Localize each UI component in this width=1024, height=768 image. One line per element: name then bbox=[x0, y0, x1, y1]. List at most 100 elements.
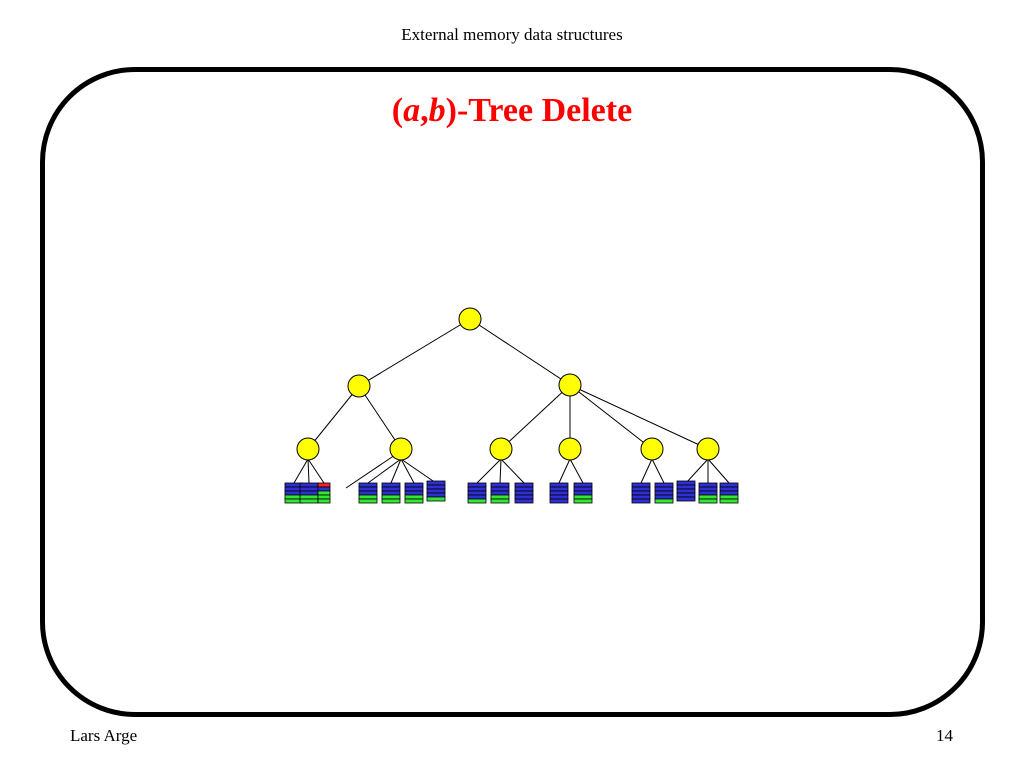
block-stripe bbox=[467, 482, 487, 488]
leaf-edge bbox=[685, 458, 709, 484]
block-stripe bbox=[490, 494, 510, 500]
tree-edge bbox=[569, 384, 709, 450]
block-stripe bbox=[573, 486, 593, 492]
title-rest: )-Tree Delete bbox=[445, 92, 633, 129]
block-stripe bbox=[676, 484, 696, 490]
block-stripe bbox=[549, 498, 569, 504]
slide-title: (a,b)-Tree Delete bbox=[0, 92, 1024, 130]
leaf-edge bbox=[640, 458, 653, 484]
leaf-edge bbox=[400, 458, 415, 484]
block-stripe bbox=[299, 482, 319, 488]
leaf-edge bbox=[707, 458, 730, 484]
leaf-block bbox=[404, 482, 424, 504]
block-stripe bbox=[631, 486, 651, 492]
block-stripe bbox=[467, 490, 487, 496]
tree-edge bbox=[358, 385, 402, 450]
leaf-edge bbox=[400, 458, 437, 484]
block-stripe bbox=[573, 498, 593, 504]
block-stripe bbox=[698, 490, 718, 496]
block-stripe bbox=[573, 494, 593, 500]
leaf-block bbox=[676, 480, 696, 502]
leaf-block bbox=[631, 482, 651, 504]
block-stripe bbox=[381, 498, 401, 504]
title-b: b bbox=[428, 92, 446, 129]
block-stripe bbox=[381, 490, 401, 496]
page-number: 14 bbox=[936, 726, 953, 745]
leaf-edge bbox=[307, 458, 310, 484]
block-stripe bbox=[676, 496, 696, 502]
block-stripe bbox=[358, 498, 378, 504]
block-stripe bbox=[514, 482, 534, 488]
block-stripe bbox=[299, 494, 319, 500]
tree-node bbox=[558, 373, 582, 397]
leaf-block bbox=[654, 482, 674, 504]
block-stripe bbox=[317, 498, 331, 504]
tree-root-node bbox=[458, 307, 482, 331]
block-stripe bbox=[514, 494, 534, 500]
block-stripe bbox=[698, 494, 718, 500]
block-stripe bbox=[299, 486, 319, 492]
tree-node bbox=[640, 437, 664, 461]
block-stripe bbox=[467, 494, 487, 500]
header-title: External memory data structures bbox=[401, 25, 623, 44]
leaf-block bbox=[299, 482, 319, 504]
tree-node bbox=[347, 374, 371, 398]
title-a: a bbox=[403, 92, 421, 129]
block-stripe bbox=[654, 482, 674, 488]
block-stripe bbox=[654, 490, 674, 496]
leaf-block bbox=[698, 482, 718, 504]
block-stripe bbox=[654, 494, 674, 500]
block-stripe bbox=[573, 490, 593, 496]
leaf-block bbox=[514, 482, 534, 504]
block-stripe bbox=[426, 492, 446, 498]
block-stripe bbox=[654, 486, 674, 492]
block-stripe bbox=[549, 482, 569, 488]
block-stripe bbox=[381, 494, 401, 500]
block-stripe bbox=[426, 480, 446, 486]
leaf-block bbox=[284, 482, 304, 504]
block-stripe bbox=[676, 488, 696, 494]
leaf-edge bbox=[651, 458, 665, 484]
block-stripe bbox=[631, 498, 651, 504]
leaf-edge bbox=[390, 458, 402, 484]
leaf-block bbox=[719, 482, 739, 504]
block-stripe bbox=[719, 498, 739, 504]
block-stripe bbox=[404, 482, 424, 488]
leaf-block bbox=[573, 482, 593, 504]
leaf-edge bbox=[569, 458, 584, 484]
block-stripe bbox=[654, 498, 674, 504]
leaf-block bbox=[467, 482, 487, 504]
block-stripe bbox=[631, 482, 651, 488]
tree-edge bbox=[500, 384, 571, 450]
block-stripe bbox=[698, 486, 718, 492]
block-stripe bbox=[404, 486, 424, 492]
leaf-block bbox=[317, 482, 331, 504]
block-stripe bbox=[631, 490, 651, 496]
leaf-edge bbox=[293, 458, 309, 484]
leaf-block bbox=[490, 482, 510, 504]
block-stripe bbox=[358, 482, 378, 488]
tree-edges bbox=[293, 318, 730, 489]
tree-node bbox=[389, 437, 413, 461]
block-stripe bbox=[490, 486, 510, 492]
title-comma: , bbox=[420, 92, 429, 129]
block-stripe bbox=[317, 482, 331, 488]
block-stripe bbox=[573, 482, 593, 488]
block-stripe bbox=[404, 494, 424, 500]
block-stripe bbox=[514, 498, 534, 504]
block-stripe bbox=[299, 498, 319, 504]
block-stripe bbox=[490, 482, 510, 488]
block-stripe bbox=[490, 490, 510, 496]
block-stripe bbox=[514, 486, 534, 492]
leaf-edge bbox=[499, 458, 502, 484]
tree-node bbox=[696, 437, 720, 461]
block-stripe bbox=[426, 496, 446, 502]
block-stripe bbox=[719, 494, 739, 500]
block-stripe bbox=[698, 498, 718, 504]
leaf-block bbox=[381, 482, 401, 504]
block-stripe bbox=[426, 488, 446, 494]
leaf-edge bbox=[307, 458, 325, 484]
block-stripe bbox=[549, 490, 569, 496]
slide-frame bbox=[40, 67, 985, 717]
